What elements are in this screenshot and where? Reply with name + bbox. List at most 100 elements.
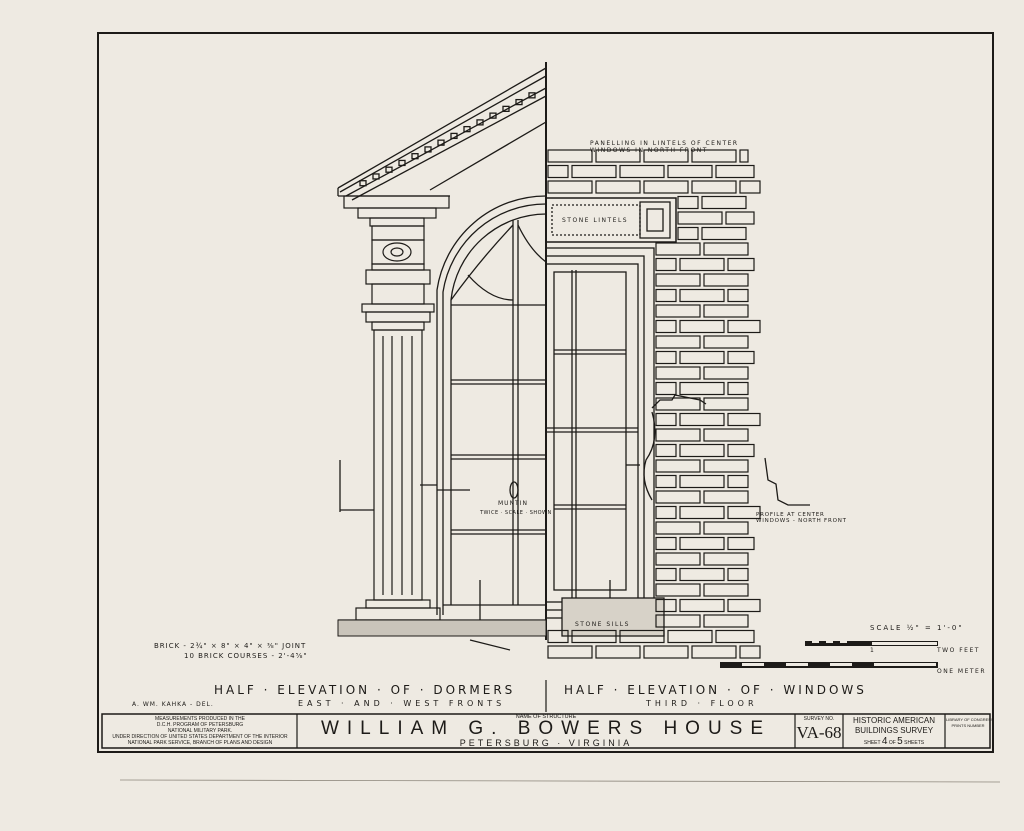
dentil [489,112,497,119]
brick [655,273,701,287]
brick [655,242,701,256]
brick [677,211,723,225]
brick [655,583,701,597]
brick [547,180,593,194]
dentil [359,180,367,187]
dentil [528,92,536,99]
dormers-subcaption: EAST · AND · WEST FRONTS [298,699,506,708]
dentil [502,105,510,113]
stone-sills-label: STONE SILLS [575,621,630,628]
brick-wall [547,149,761,659]
brick [701,226,747,241]
brick [679,412,725,427]
brick [727,319,761,334]
brick [547,149,593,163]
brick [703,242,749,256]
brick [677,195,699,210]
brick [595,180,641,194]
scale-label: SCALE ½" = 1'-0" [870,624,964,632]
brick [655,335,701,349]
windows-subcaption: THIRD · FLOOR [646,699,758,708]
brick [667,164,713,179]
brick [547,164,569,179]
sash-window [545,197,810,637]
brick [547,629,569,644]
brick [727,288,749,303]
brick [703,614,749,628]
brick [655,474,677,489]
brick [727,443,755,458]
title-block-frame [101,713,991,749]
brick [703,428,749,442]
dentil [385,166,393,173]
brick [679,598,725,613]
brick [727,257,755,272]
brick [655,319,677,334]
brick [703,459,749,473]
brick [571,629,617,644]
dormers-caption: HALF · ELEVATION · OF · DORMERS [214,683,516,697]
scale-bars [720,641,938,668]
brick [715,164,755,179]
brick [655,350,677,365]
brick [655,412,677,427]
brick [691,645,737,659]
brick [547,645,593,659]
brick [727,381,749,396]
dentil [437,139,445,146]
brick [679,567,725,582]
location: PETERSBURG · VIRGINIA [459,738,633,748]
brick [655,257,677,272]
brick [727,598,761,613]
brick [727,567,749,582]
brick [703,335,749,349]
sheet-border [97,32,994,753]
brick [655,490,701,504]
brick [727,474,749,489]
brick [701,195,747,210]
brick [679,319,725,334]
two-feet-label: TWO FEET [937,647,980,654]
brick [643,149,689,163]
windows-caption: HALF · ELEVATION · OF · WINDOWS [564,683,867,697]
brick [739,180,761,194]
muntin-label: MUNTIN [498,500,528,507]
brick [679,474,725,489]
brick [619,629,665,644]
brick [725,211,755,225]
brick [703,397,749,411]
dentil [424,146,432,153]
dentil [450,132,458,140]
brick [619,164,665,179]
dentil [463,125,471,133]
brick [727,505,761,520]
pediment [337,67,547,201]
brick [679,536,725,551]
brick [655,567,677,582]
brick [655,443,677,458]
brick [679,350,725,365]
dentil [372,173,380,180]
brick [595,149,641,163]
name-label: NAME OF STRUCTURE [515,714,577,720]
brick [703,490,749,504]
brick [655,459,701,473]
muntin-scale-label: TWICE · SCALE · SHOWN [480,510,552,516]
brick [703,304,749,318]
brick [677,226,699,241]
brick [655,536,677,551]
brick [643,645,689,659]
brick [679,288,725,303]
brick [655,381,677,396]
brick [739,645,761,659]
dentil [411,153,419,160]
brick [739,149,749,163]
rosette-icon [382,242,412,262]
brick [655,521,701,535]
pilaster [343,195,450,621]
